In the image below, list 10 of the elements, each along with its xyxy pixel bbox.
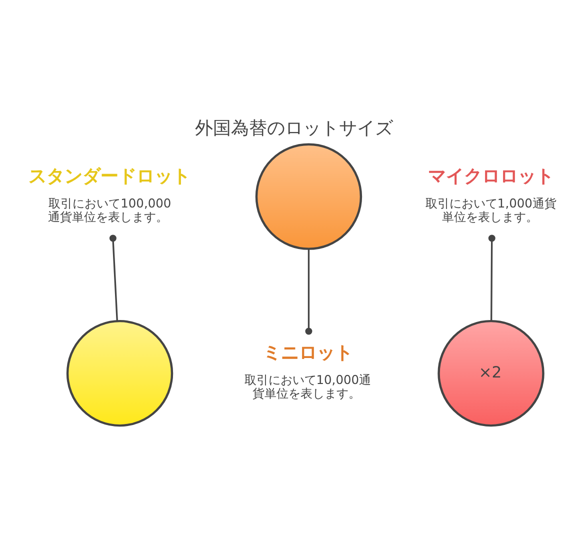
node-text: スタンダードロット 取引において100,000通貨単位を表します。 bbox=[28, 165, 191, 224]
node-circle bbox=[255, 142, 362, 250]
connector bbox=[488, 234, 496, 320]
connector bbox=[305, 248, 312, 334]
node-text: マイクロロット 取引において1,000通貨単位を表します。 bbox=[425, 165, 556, 224]
node-circle: ×2 bbox=[438, 319, 544, 426]
diagram-title: 外国為替のロットサイズ bbox=[195, 118, 393, 139]
node-text: ミニロット 取引において10,000通貨単位を表します。 bbox=[244, 342, 372, 400]
node-circle bbox=[66, 319, 174, 426]
connector bbox=[109, 234, 118, 320]
